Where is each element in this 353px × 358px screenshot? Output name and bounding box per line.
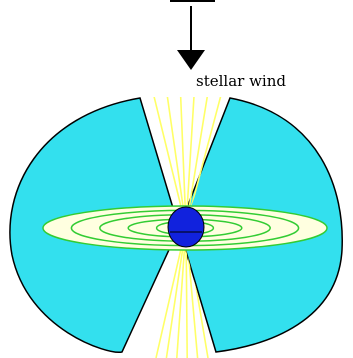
- field-line: [185, 97, 226, 228]
- field-line: [185, 97, 211, 228]
- central-star: [167, 206, 205, 248]
- arrow-head: [177, 50, 205, 70]
- field-line: [179, 97, 187, 228]
- field-line: [164, 97, 187, 228]
- stellar-wind-label: stellar wind: [196, 72, 286, 90]
- field-line: [185, 97, 196, 228]
- field-line: [149, 97, 187, 228]
